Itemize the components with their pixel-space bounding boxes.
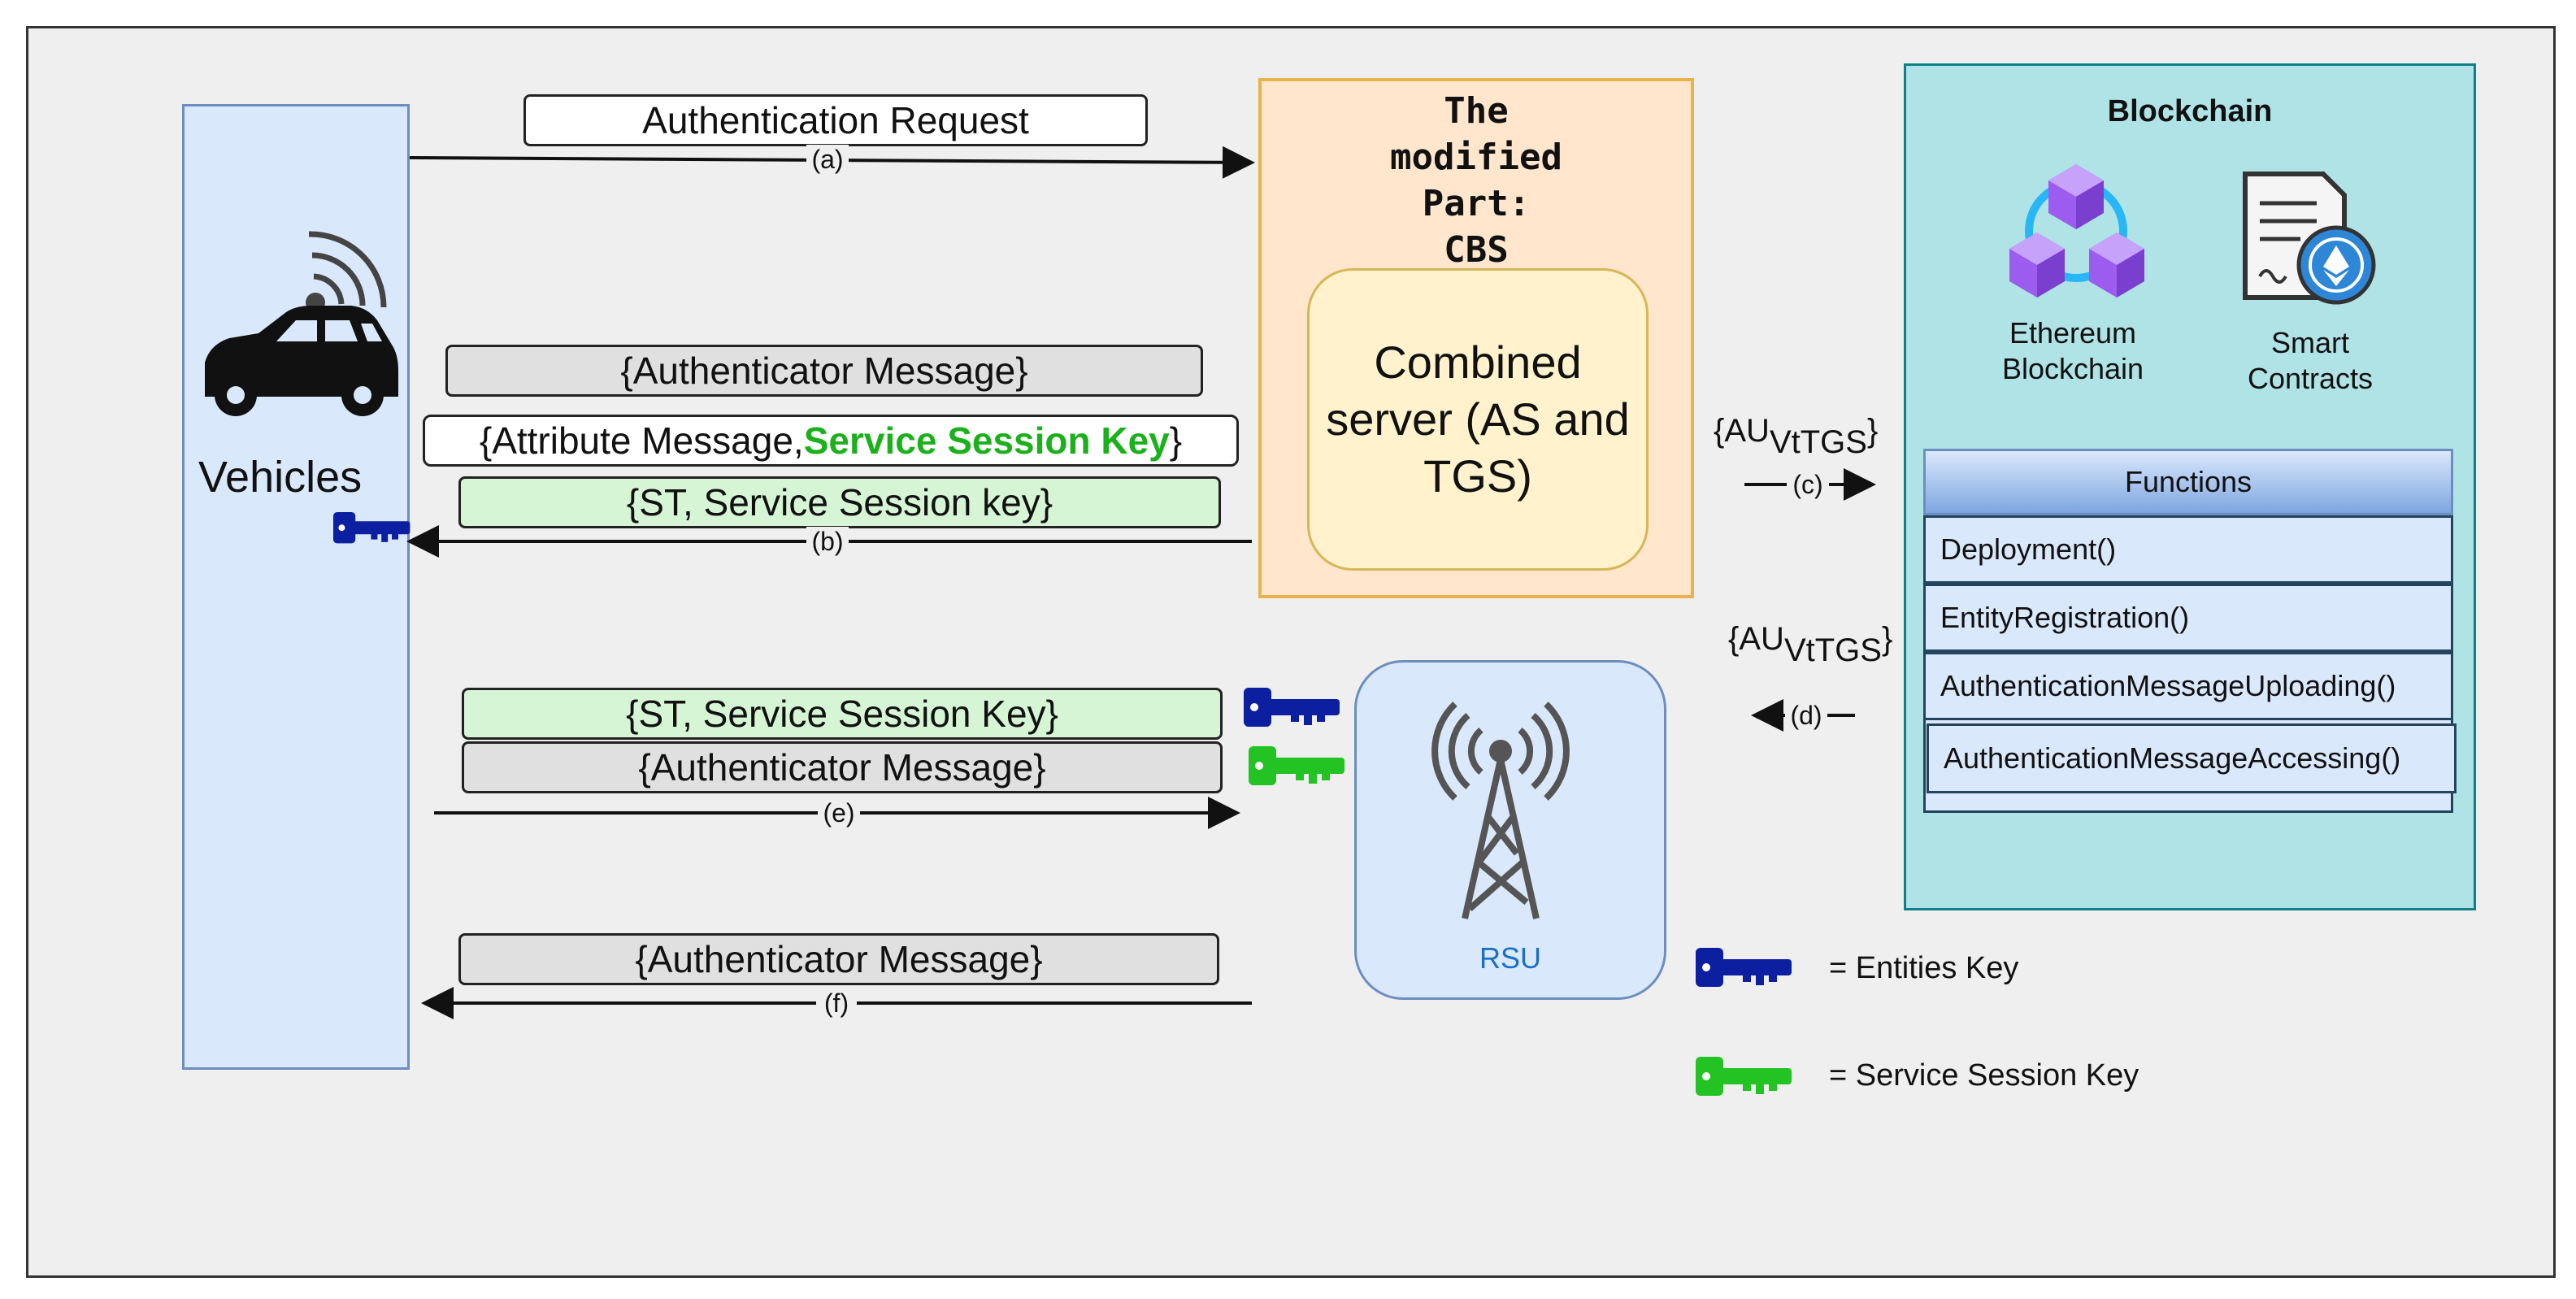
key-icon-legend-entities (1696, 948, 1792, 987)
au-label-d: {AUVtTGS} (1728, 621, 1893, 668)
step-label-b: (b) (806, 527, 849, 557)
step-label-f: (f) (816, 988, 857, 1019)
step-label-d: (d) (1785, 701, 1827, 731)
functions-header-label: Functions (2124, 465, 2252, 498)
st-session-key-e: {ST, Service Session Key} (462, 688, 1223, 740)
function-row: EntityRegistration() (1923, 584, 2453, 652)
step-label-c: (c) (1787, 470, 1829, 500)
auth-request-box: Authentication Request (523, 94, 1148, 146)
vehicles-label: Vehicles (198, 453, 363, 502)
smart-contracts-label: Smart Contracts (2247, 326, 2374, 395)
key-icon-legend-session (1696, 1057, 1792, 1096)
ethereum-label: Ethereum Blockchain (2001, 316, 2144, 385)
authenticator-message-b: {Authenticator Message} (445, 345, 1203, 397)
antenna-tower-icon (1431, 702, 1570, 919)
attribute-message-close: } (1169, 419, 1183, 462)
attribute-message-box: {Attribute Message, Service Session Key} (423, 415, 1239, 467)
legend-entities-key: = Entities Key (1829, 951, 2019, 985)
key-icon-entities-e (1244, 688, 1340, 727)
rsu-label: RSU (1479, 941, 1541, 975)
wifi-icon (306, 231, 387, 312)
rsu-box (1354, 660, 1666, 1000)
function-row: Deployment() (1923, 515, 2453, 584)
au-label-c: {AUVtTGS} (1714, 413, 1879, 460)
step-label-e: (e) (818, 798, 860, 828)
key-icon-entities-b (333, 512, 411, 544)
functions-header: Functions (1923, 449, 2453, 515)
authenticator-message-e: {Authenticator Message} (462, 741, 1223, 793)
blockchain-title: Blockchain (2107, 94, 2273, 128)
attribute-message-text: {Attribute Message, (479, 419, 804, 462)
ethereum-cube-icon (2009, 164, 2144, 298)
combined-server-box: Combined server (AS and TGS) (1307, 268, 1649, 571)
st-session-key-b: {ST, Service Session key} (458, 476, 1221, 528)
smart-contract-icon (2243, 172, 2376, 305)
function-row: AuthenticationMessageAccessing() (1927, 723, 2457, 793)
authenticator-message-f: {Authenticator Message} (458, 933, 1219, 985)
combined-server-label: Combined server (AS and TGS) (1326, 337, 1630, 502)
car-icon (205, 306, 398, 416)
step-label-a: (a) (806, 145, 849, 175)
legend-service-session-key: = Service Session Key (1829, 1058, 2139, 1093)
key-icon-session-e (1249, 746, 1344, 785)
service-session-key-text: Service Session Key (803, 419, 1170, 462)
function-row: AuthenticationMessageUploading() (1923, 652, 2453, 720)
cbs-title: The modified Part: CBS (1390, 90, 1562, 271)
